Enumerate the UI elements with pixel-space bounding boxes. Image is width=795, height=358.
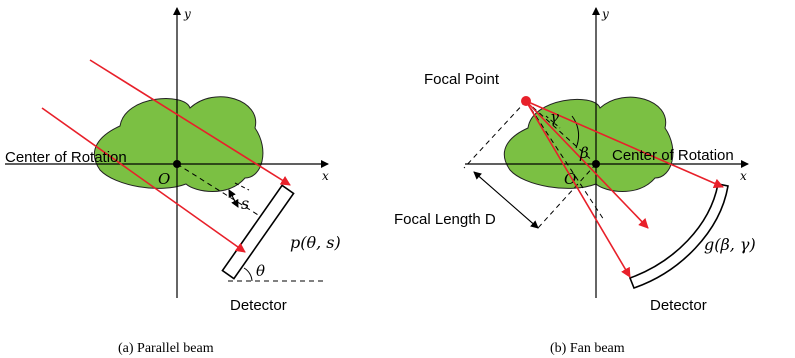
detector-label-b: Detector xyxy=(650,297,707,314)
caption-a: (a) Parallel beam xyxy=(118,341,214,356)
fan-ray-1 xyxy=(525,100,724,188)
offset-dashed-1 xyxy=(463,100,527,169)
projection-label-b: g(β, γ) xyxy=(704,235,756,254)
y-axis-label-b: y xyxy=(601,7,609,21)
fan-ray-2 xyxy=(525,100,649,229)
focal-point-label: Focal Point xyxy=(424,71,500,88)
x-axis-label: x xyxy=(322,169,329,183)
object-blob xyxy=(94,96,264,192)
focal-length-label: Focal Length D xyxy=(394,211,496,228)
focal-to-detector-dashed xyxy=(525,100,605,221)
theta-arc xyxy=(243,267,253,282)
focal-to-origin-dashed xyxy=(525,100,597,165)
s-marker-dashed xyxy=(234,182,250,191)
ray-1 xyxy=(89,59,291,186)
ray-2 xyxy=(41,107,246,253)
detector-label: Detector xyxy=(230,297,287,314)
panel-fan-beam: y x O Focal Point γ β Center of Rotation… xyxy=(394,7,756,356)
perpendicular-dashed xyxy=(176,163,264,219)
fan-ray-3 xyxy=(525,100,631,278)
focal-length-arrow-back xyxy=(473,171,539,229)
x-axis-label-b: x xyxy=(740,169,747,183)
y-axis-label: y xyxy=(183,7,191,21)
detector-arc xyxy=(628,183,729,290)
theta-label: θ xyxy=(256,262,265,280)
s-label: s xyxy=(241,194,249,213)
center-of-rotation-label: Center of Rotation xyxy=(5,149,127,166)
beta-label: β xyxy=(579,144,589,162)
focal-point-marker xyxy=(521,96,531,106)
gamma-label: γ xyxy=(550,108,559,126)
center-of-rotation-label-b: Center of Rotation xyxy=(612,147,734,164)
origin-label: O xyxy=(158,170,170,188)
s-arrow-back xyxy=(228,189,239,208)
caption-b: (b) Fan beam xyxy=(550,341,625,356)
detector-bar xyxy=(221,184,295,280)
beta-arc xyxy=(571,115,580,149)
object-blob-b xyxy=(503,96,674,192)
origin-label-b: O xyxy=(564,170,576,188)
panel-parallel-beam: y x O s θ Center of Rotation p(θ, s) Det… xyxy=(5,7,341,356)
projection-label: p(θ, s) xyxy=(290,233,341,252)
